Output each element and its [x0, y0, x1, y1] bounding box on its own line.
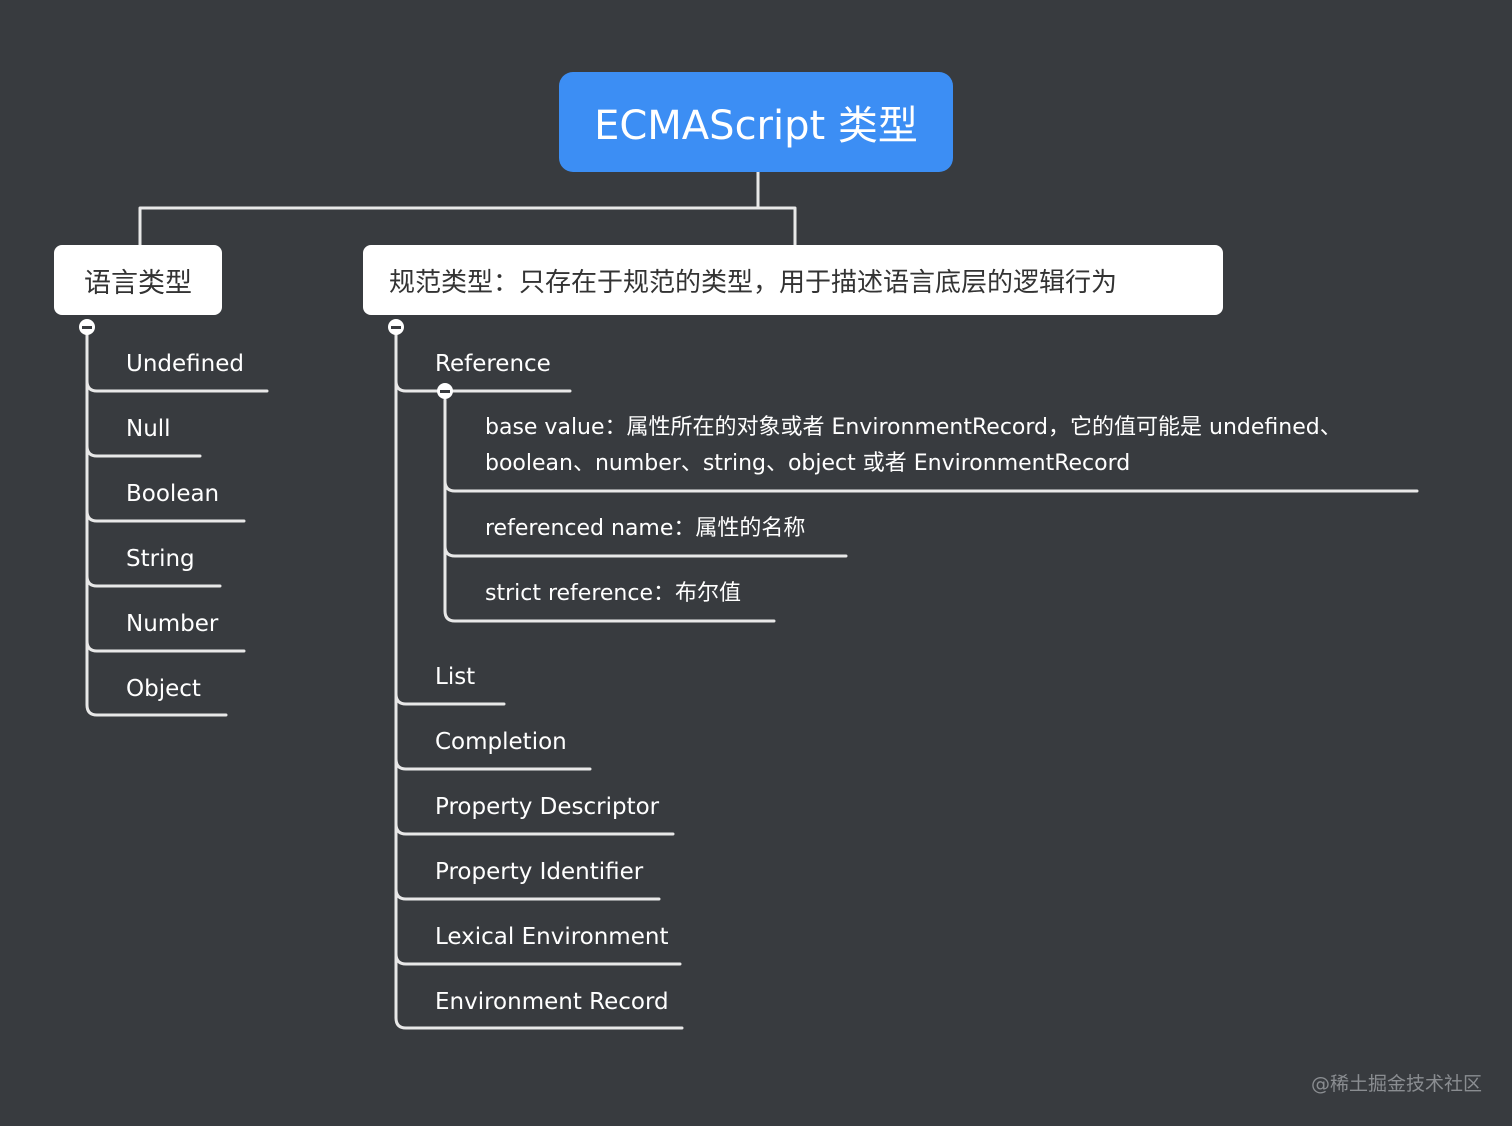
branch-spec-types[interactable]: 规范类型：只存在于规范的类型，用于描述语言底层的逻辑行为: [363, 245, 1223, 315]
leaf-object[interactable]: Object: [126, 676, 201, 702]
reference-trunk: [443, 398, 776, 623]
leaf-string[interactable]: String: [126, 546, 195, 572]
leaf-number[interactable]: Number: [126, 611, 219, 637]
leaf-boolean[interactable]: Boolean: [126, 481, 220, 507]
collapse-reference-icon[interactable]: [437, 383, 453, 399]
underline-list: [394, 692, 506, 706]
leaf-environment-record[interactable]: Environment Record: [435, 989, 669, 1015]
underline-lexical-environment: [394, 952, 682, 966]
underline-boolean: [85, 509, 246, 523]
underline-null: [85, 444, 202, 458]
base-value-line-1: base value：属性所在的对象或者 EnvironmentRecord，它…: [485, 415, 1342, 440]
branch-spec-types-title: 规范类型：只存在于规范的类型，用于描述语言底层的逻辑行为: [389, 267, 1118, 298]
underline-reference: [394, 379, 572, 393]
root-connector: [138, 170, 797, 247]
underline-string: [85, 574, 222, 588]
underline-undefined: [85, 379, 269, 393]
root-node[interactable]: ECMAScript 类型: [559, 72, 953, 172]
leaf-null[interactable]: Null: [126, 416, 171, 442]
leaf-lexical-environment[interactable]: Lexical Environment: [435, 924, 669, 950]
underline-completion: [394, 757, 592, 771]
leaf-strict-reference[interactable]: strict reference：布尔值: [485, 581, 742, 606]
branch-language-types[interactable]: 语言类型: [54, 245, 222, 315]
collapse-spec-icon[interactable]: [388, 319, 404, 335]
base-value-line-2: boolean、number、string、object 或者 Environm…: [485, 451, 1131, 476]
underline-number: [85, 639, 246, 653]
leaf-list[interactable]: List: [435, 664, 476, 690]
leaf-undefined[interactable]: Undefined: [126, 351, 244, 377]
leaf-property-identifier[interactable]: Property Identifier: [435, 859, 644, 885]
leaf-base-value[interactable]: base value：属性所在的对象或者 EnvironmentRecord，它…: [485, 410, 1342, 482]
leaf-reference[interactable]: Reference: [435, 351, 551, 377]
branch-language-types-title: 语言类型: [84, 267, 192, 299]
spec-trunk: [394, 333, 684, 1030]
underline-property-descriptor: [394, 822, 675, 836]
underline-base-value: [443, 479, 1419, 493]
leaf-referenced-name[interactable]: referenced name：属性的名称: [485, 516, 806, 541]
root-title: ECMAScript 类型: [594, 103, 918, 149]
leaf-completion[interactable]: Completion: [435, 729, 567, 755]
watermark: @稀土掘金技术社区: [1310, 1073, 1482, 1095]
underline-referenced-name: [443, 544, 848, 558]
collapse-language-icon[interactable]: [79, 319, 95, 335]
leaf-property-descriptor[interactable]: Property Descriptor: [435, 794, 660, 820]
language-trunk: [85, 333, 228, 717]
underline-property-identifier: [394, 887, 661, 901]
